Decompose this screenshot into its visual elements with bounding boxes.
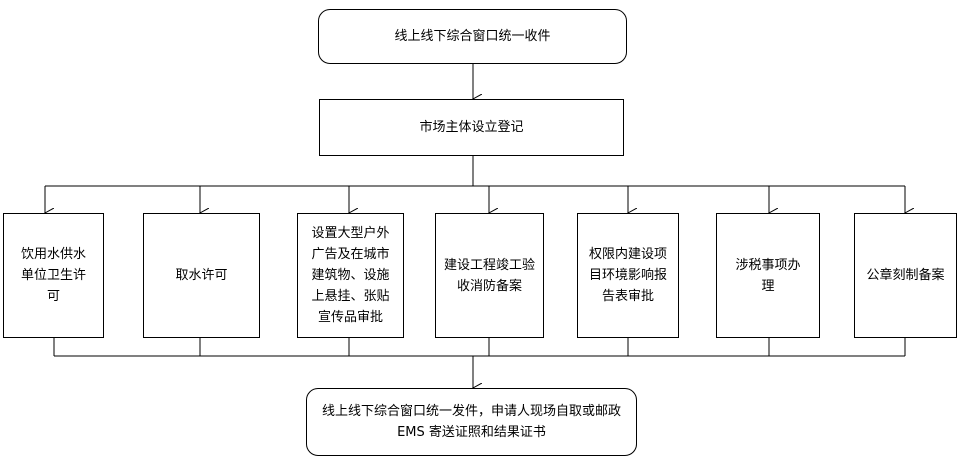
register-box-text: 市场主体设立登记: [419, 120, 524, 135]
register-box: 市场主体设立登记: [319, 99, 624, 156]
item-box-1: 饮用水供水单位卫生许可: [3, 213, 104, 338]
item-text-6: 涉税事项办理: [735, 257, 801, 294]
bottom-box: 线上线下综合窗口统一发件，申请人现场自取或邮政 EMS 寄送证照和结果证书: [306, 388, 637, 456]
top-box: 线上线下综合窗口统一收件: [318, 9, 627, 64]
item-text-5: 权限内建设项目环境影响报告表审批: [588, 247, 667, 304]
item-text-4: 建设工程竣工验收消防备案: [444, 257, 536, 294]
item-box-4: 建设工程竣工验收消防备案: [435, 213, 544, 338]
item-box-7: 公章刻制备案: [854, 213, 957, 338]
item-text-1: 饮用水供水单位卫生许可: [20, 247, 86, 304]
item-text-3: 设置大型户外广告及在城市建筑物、设施上悬挂、张贴宣传品审批: [311, 226, 390, 325]
bottom-box-text: 线上线下综合窗口统一发件，申请人现场自取或邮政 EMS 寄送证照和结果证书: [321, 404, 621, 440]
item-text-7: 公章刻制备案: [866, 268, 945, 283]
item-box-3: 设置大型户外广告及在城市建筑物、设施上悬挂、张贴宣传品审批: [297, 213, 404, 338]
item-box-6: 涉税事项办理: [716, 213, 820, 338]
top-box-text: 线上线下综合窗口统一收件: [394, 29, 551, 44]
item-box-5: 权限内建设项目环境影响报告表审批: [577, 213, 679, 338]
item-box-2: 取水许可: [143, 213, 260, 338]
item-text-2: 取水许可: [175, 268, 228, 283]
